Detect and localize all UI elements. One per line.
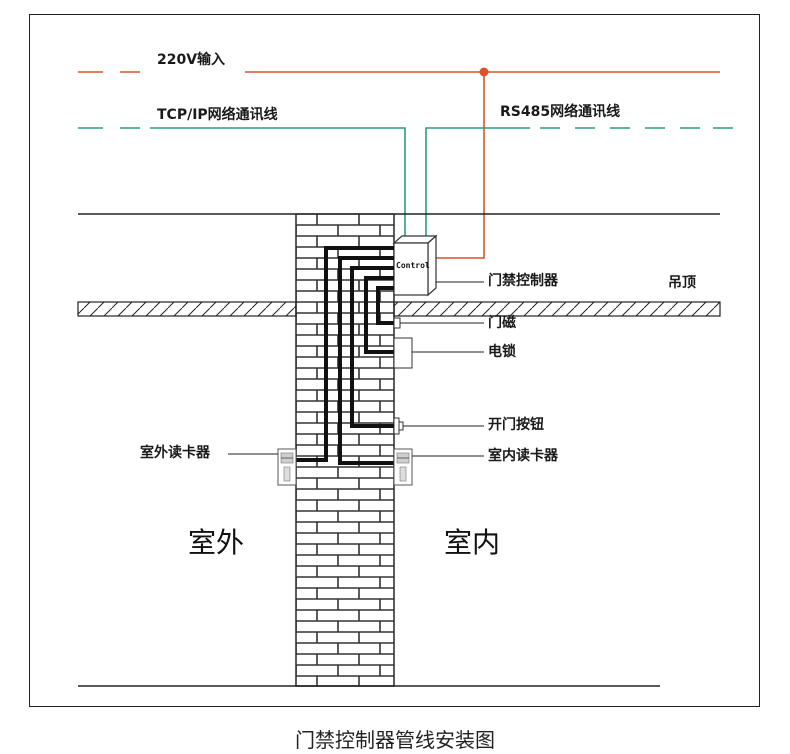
leader-lines xyxy=(228,281,484,457)
diagram-frame xyxy=(29,14,760,707)
outdoor-label: 室外 xyxy=(188,526,245,559)
cable-bundle xyxy=(294,246,398,465)
diagram-caption: 门禁控制器管线安装图 xyxy=(295,728,495,752)
ceiling-label: 吊顶 xyxy=(668,275,696,291)
power-line xyxy=(78,71,720,259)
rs485-line xyxy=(425,127,733,238)
indoor-reader-device xyxy=(393,448,413,486)
outdoor-reader-label: 室外读卡器 xyxy=(140,445,210,461)
suspended-ceiling-right xyxy=(393,301,721,317)
tcp-ip-line xyxy=(78,127,406,240)
indoor-reader-label: 室内读卡器 xyxy=(488,448,558,464)
suspended-ceiling-left xyxy=(77,301,297,317)
brick-wall xyxy=(295,213,395,687)
exit-button xyxy=(393,417,404,435)
access-controller-label: 门禁控制器 xyxy=(488,273,558,289)
controller-box-text: Control xyxy=(396,261,430,270)
electric-lock-label: 电锁 xyxy=(488,344,516,360)
power-junction-dot xyxy=(479,67,489,77)
exit-button-label: 开门按钮 xyxy=(488,417,544,433)
rs485-line-label: RS485网络通讯线 xyxy=(500,104,621,120)
door-magnet-label: 门磁 xyxy=(488,315,516,331)
electric-lock xyxy=(393,337,413,369)
indoor-label: 室内 xyxy=(444,526,501,559)
tcp-ip-line-label: TCP/IP网络通讯线 xyxy=(157,107,278,123)
door-magnet xyxy=(393,317,401,329)
outdoor-reader-device xyxy=(277,448,297,486)
power-input-label: 220V输入 xyxy=(157,52,226,68)
wiring-diagram xyxy=(77,67,733,687)
access-controller-box xyxy=(392,234,438,297)
